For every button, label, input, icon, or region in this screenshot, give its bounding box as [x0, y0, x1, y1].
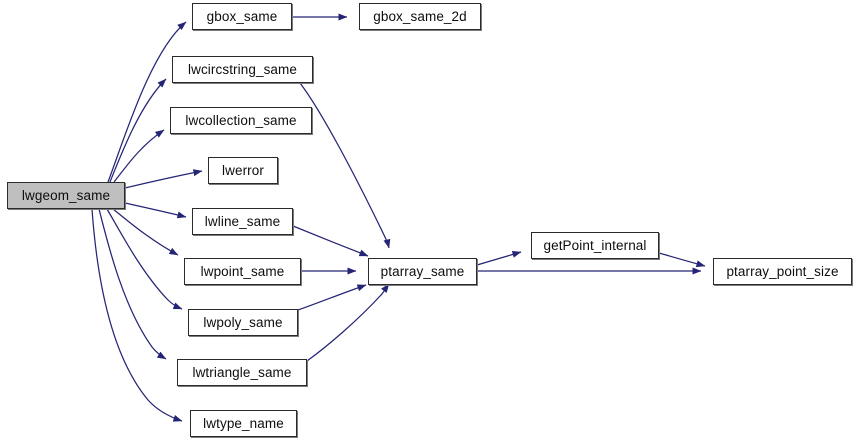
- edge-lwgeom_same-to-lwline_same: [124, 202, 187, 219]
- graph-node-gbox_same_2d[interactable]: gbox_same_2d: [359, 3, 481, 30]
- graph-node-getPoint_internal[interactable]: getPoint_internal: [531, 232, 659, 259]
- node-label-lwtype_name: lwtype_name: [203, 415, 284, 431]
- graph-node-ptarray_same[interactable]: ptarray_same: [368, 258, 477, 285]
- edge-ptarray_same-to-getPoint_internal: [476, 250, 522, 266]
- node-label-getPoint_internal: getPoint_internal: [543, 237, 647, 253]
- node-label-lwpoint_same: lwpoint_same: [200, 263, 285, 279]
- node-label-ptarray_same: ptarray_same: [380, 263, 465, 279]
- edge-lwgeom_same-to-lwtype_name: [91, 208, 183, 422]
- node-label-ptarray_point_size: ptarray_point_size: [726, 263, 839, 279]
- graph-node-lwcollection_same[interactable]: lwcollection_same: [170, 107, 312, 134]
- graph-node-lwline_same[interactable]: lwline_same: [192, 208, 293, 235]
- graph-node-lwcircstring_same[interactable]: lwcircstring_same: [172, 56, 313, 83]
- edge-lwcircstring_same-to-ptarray_same: [299, 82, 391, 249]
- edge-lwgeom_same-to-lwerror: [124, 169, 203, 189]
- graph-node-lwtriangle_same[interactable]: lwtriangle_same: [177, 359, 307, 386]
- node-label-lwcollection_same: lwcollection_same: [185, 112, 297, 128]
- node-label-gbox_same: gbox_same: [206, 8, 278, 24]
- node-label-lwerror: lwerror: [222, 162, 264, 178]
- edge-lwgeom_same-to-lwpoint_same: [112, 208, 179, 256]
- edge-lwtriangle_same-to-ptarray_same: [306, 283, 390, 362]
- node-label-lwcircstring_same: lwcircstring_same: [188, 61, 297, 77]
- edge-lwgeom_same-to-lwcollection_same: [113, 129, 165, 183]
- graph-node-lwtype_name[interactable]: lwtype_name: [190, 410, 297, 437]
- node-label-gbox_same_2d: gbox_same_2d: [373, 8, 467, 24]
- edge-lwgeom_same-to-lwtriangle_same: [98, 208, 167, 360]
- node-label-lwtriangle_same: lwtriangle_same: [192, 364, 292, 380]
- edge-lwgeom_same-to-gbox_same: [107, 21, 187, 183]
- edge-lwgeom_same-to-lwcircstring_same: [109, 78, 167, 183]
- edge-lwgeom_same-to-lwpoly_same: [106, 208, 183, 310]
- graph-node-ptarray_point_size[interactable]: ptarray_point_size: [713, 258, 852, 285]
- graph-node-lwerror[interactable]: lwerror: [208, 157, 278, 184]
- node-label-lwpoly_same: lwpoly_same: [203, 314, 283, 330]
- edge-getPoint_internal-to-ptarray_point_size: [658, 252, 706, 268]
- edge-lwline_same-to-ptarray_same: [292, 225, 369, 257]
- node-label-lwline_same: lwline_same: [204, 213, 281, 229]
- graph-node-lwpoint_same[interactable]: lwpoint_same: [184, 258, 301, 285]
- graph-node-lwgeom_same[interactable]: lwgeom_same: [7, 182, 125, 209]
- graph-node-lwpoly_same[interactable]: lwpoly_same: [188, 309, 298, 336]
- edge-lwpoly_same-to-ptarray_same: [297, 284, 367, 311]
- node-label-lwgeom_same: lwgeom_same: [21, 187, 111, 203]
- graph-node-gbox_same[interactable]: gbox_same: [192, 3, 292, 30]
